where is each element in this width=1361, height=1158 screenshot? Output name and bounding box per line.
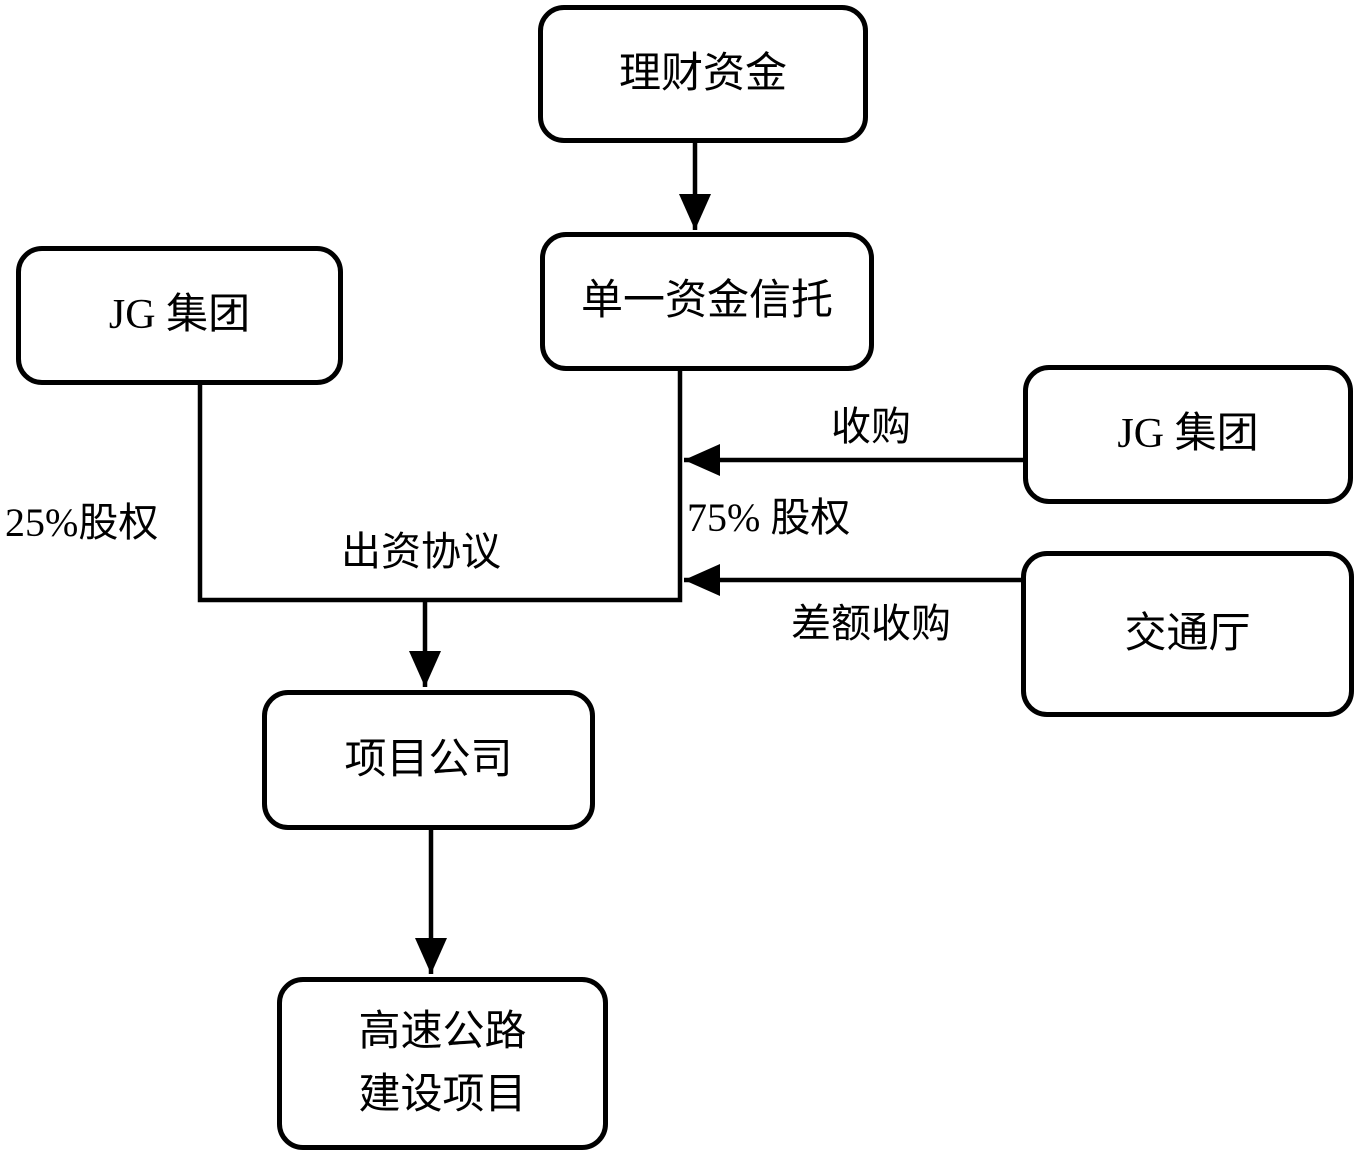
- node-jg-group-right: JG 集团: [1023, 365, 1353, 504]
- node-transport-department: 交通厅: [1021, 551, 1354, 717]
- node-jg-group-left-label: JG 集团: [108, 292, 251, 338]
- edge-label-capital-contribution-agreement: 出资协议: [341, 529, 501, 574]
- edge-label-acquisition: 收购: [831, 404, 911, 449]
- node-highway-project-label: 高速公路 建设项目: [358, 1008, 527, 1118]
- node-project-company: 项目公司: [262, 690, 595, 830]
- edge-label-shortfall-acquisition: 差额收购: [791, 601, 951, 646]
- node-single-fund-trust-label: 单一资金信托: [580, 278, 833, 324]
- node-transport-department-label: 交通厅: [1124, 610, 1251, 657]
- node-wealth-funds: 理财资金: [538, 5, 868, 143]
- node-jg-group-left: JG 集团: [16, 246, 343, 385]
- node-single-fund-trust: 单一资金信托: [540, 232, 874, 371]
- node-wealth-funds-label: 理财资金: [618, 50, 787, 97]
- node-highway-project: 高速公路 建设项目: [277, 977, 608, 1150]
- edge-junction-lines: [197, 371, 683, 603]
- edge-label-equity-25: 25%股权: [5, 500, 159, 545]
- node-project-company-label: 项目公司: [344, 736, 513, 783]
- edge-label-equity-75: 75% 股权: [687, 495, 851, 540]
- node-jg-group-right-label: JG 集团: [1117, 411, 1259, 457]
